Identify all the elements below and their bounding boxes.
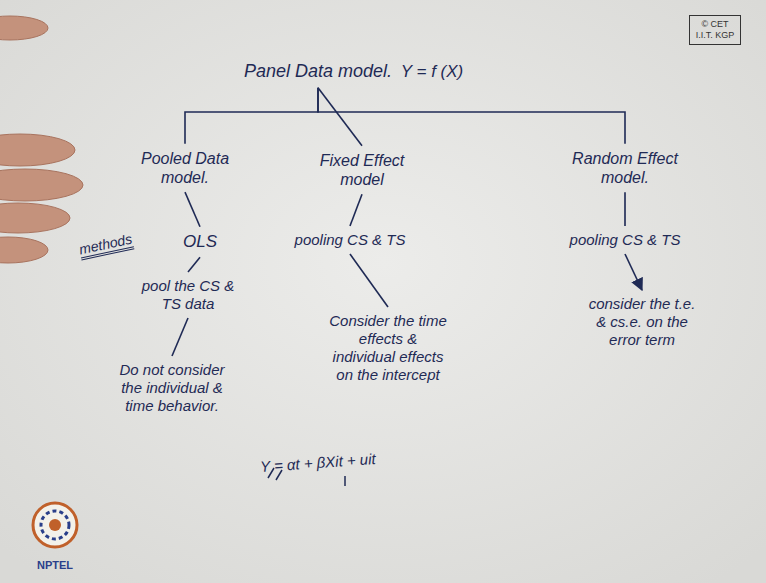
node-text: Pooled Data model. — [130, 149, 240, 187]
tree-connector — [350, 194, 362, 226]
tree-connector — [318, 88, 362, 146]
tree-connector — [185, 88, 318, 144]
tree-connector — [188, 257, 200, 272]
node-text: © CET — [696, 19, 735, 30]
node-text: Do not consider the individual & time be… — [115, 361, 230, 415]
root-heading: Panel Data model. — [241, 59, 395, 85]
step-note: consider the t.e. & cs.e. on the error t… — [582, 293, 703, 351]
tree-connector — [625, 254, 642, 290]
step-note: Do not consider the individual & time be… — [112, 359, 233, 417]
node-text: OLS — [183, 232, 217, 252]
step-note: pool the CS & TS data — [130, 275, 246, 315]
node-text: consider the t.e. & cs.e. on the error t… — [585, 295, 700, 349]
tree-connector — [624, 192, 626, 226]
step-note: pooling CS & TS — [292, 229, 409, 251]
step-note: pooling CS & TS — [567, 229, 684, 251]
branch-heading: Random Effect model. — [562, 147, 688, 189]
method-note: OLS — [180, 230, 220, 254]
tree-connector — [350, 254, 388, 307]
node-text: I.I.T. KGP — [696, 30, 735, 41]
logo-text: NPTEL — [37, 559, 73, 571]
node-text: Consider the time effects & individual e… — [326, 312, 451, 384]
tree-connector — [185, 192, 200, 227]
node-text: Fixed Effect model — [307, 151, 417, 189]
equation: Y = f (X) — [401, 62, 464, 82]
node-text: pooling CS & TS — [570, 231, 681, 249]
watermark-box: © CETI.I.T. KGP — [689, 15, 742, 45]
node-text: Random Effect model. — [565, 149, 685, 187]
step-note: Consider the time effects & individual e… — [323, 310, 454, 386]
node-text: pooling CS & TS — [295, 231, 406, 249]
tree-connector — [318, 88, 625, 144]
nptel-logo — [33, 503, 77, 547]
tree-connector — [172, 318, 188, 356]
hand — [0, 16, 83, 263]
branch-heading: Fixed Effect model — [304, 149, 420, 191]
node-text: Panel Data model. — [244, 61, 392, 83]
branch-heading: Pooled Data model. — [127, 147, 243, 189]
node-text: pool the CS & TS data — [133, 277, 243, 313]
